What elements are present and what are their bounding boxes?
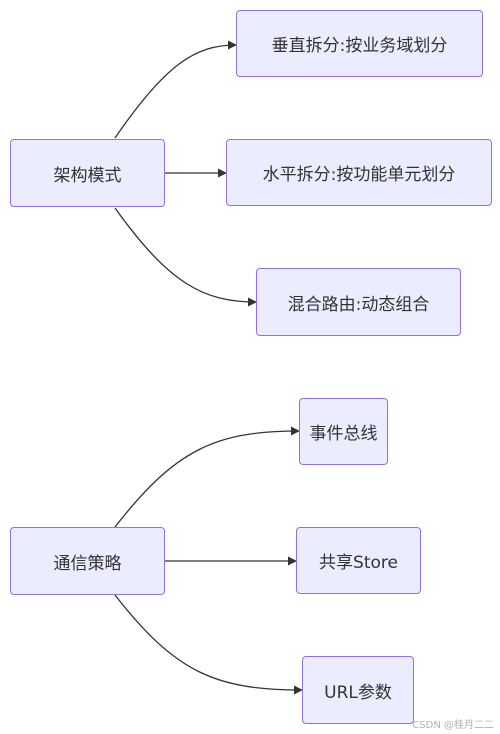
edge-arch-vertical <box>114 40 237 139</box>
node-horizontal-split: 水平拆分:按功能单元划分 <box>226 139 492 206</box>
node-url-params: URL参数 <box>302 656 414 724</box>
edge-comm-eventbus <box>114 426 300 528</box>
node-hybrid-routing: 混合路由:动态组合 <box>256 268 461 336</box>
edge-comm-url <box>114 594 303 695</box>
node-communication-strategy: 通信策略 <box>10 527 165 595</box>
node-architecture-pattern: 架构模式 <box>10 139 165 207</box>
node-shared-store: 共享Store <box>296 527 421 594</box>
edge-arch-hybrid <box>114 207 257 307</box>
node-event-bus: 事件总线 <box>299 398 388 465</box>
node-vertical-split: 垂直拆分:按业务域划分 <box>236 10 483 77</box>
watermark-text: CSDN @桂月二二 <box>412 720 494 731</box>
